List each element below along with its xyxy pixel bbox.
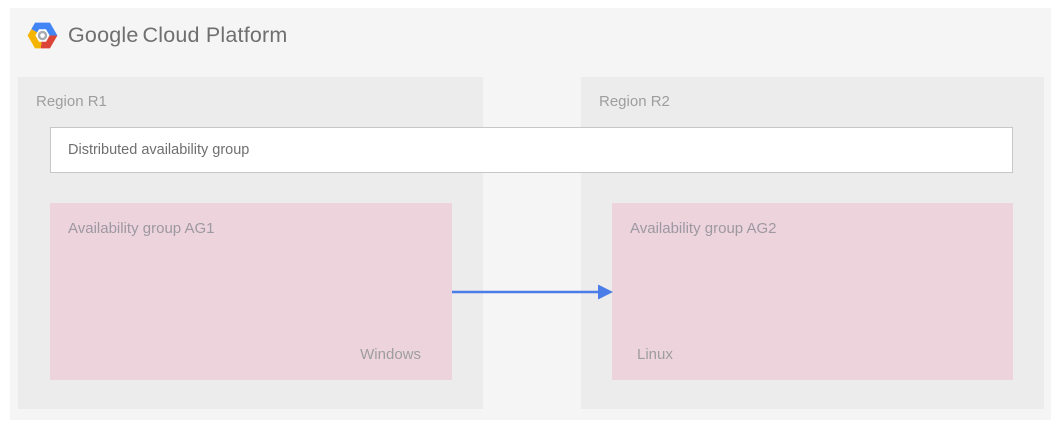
ag1-os-label: Windows [360,346,421,363]
region-r2-label: Region R2 [599,93,670,110]
region-r1-label: Region R1 [36,93,107,110]
availability-group-ag2-label: Availability group AG2 [630,220,777,237]
replication-arrow [452,284,613,300]
distributed-availability-group-box: Distributed availability group [50,127,1013,173]
availability-group-ag1-label: Availability group AG1 [68,220,215,237]
distributed-availability-group-label: Distributed availability group [68,142,250,158]
brand-title-cloud-platform: Cloud Platform [142,22,288,47]
google-cloud-platform-logo-icon [27,22,58,48]
brand-title-google: Google [68,22,139,47]
availability-group-ag1-box: Availability group AG1 Windows [50,203,452,380]
availability-group-ag2-box: Availability group AG2 Linux [612,203,1013,380]
ag2-os-label: Linux [637,346,673,363]
